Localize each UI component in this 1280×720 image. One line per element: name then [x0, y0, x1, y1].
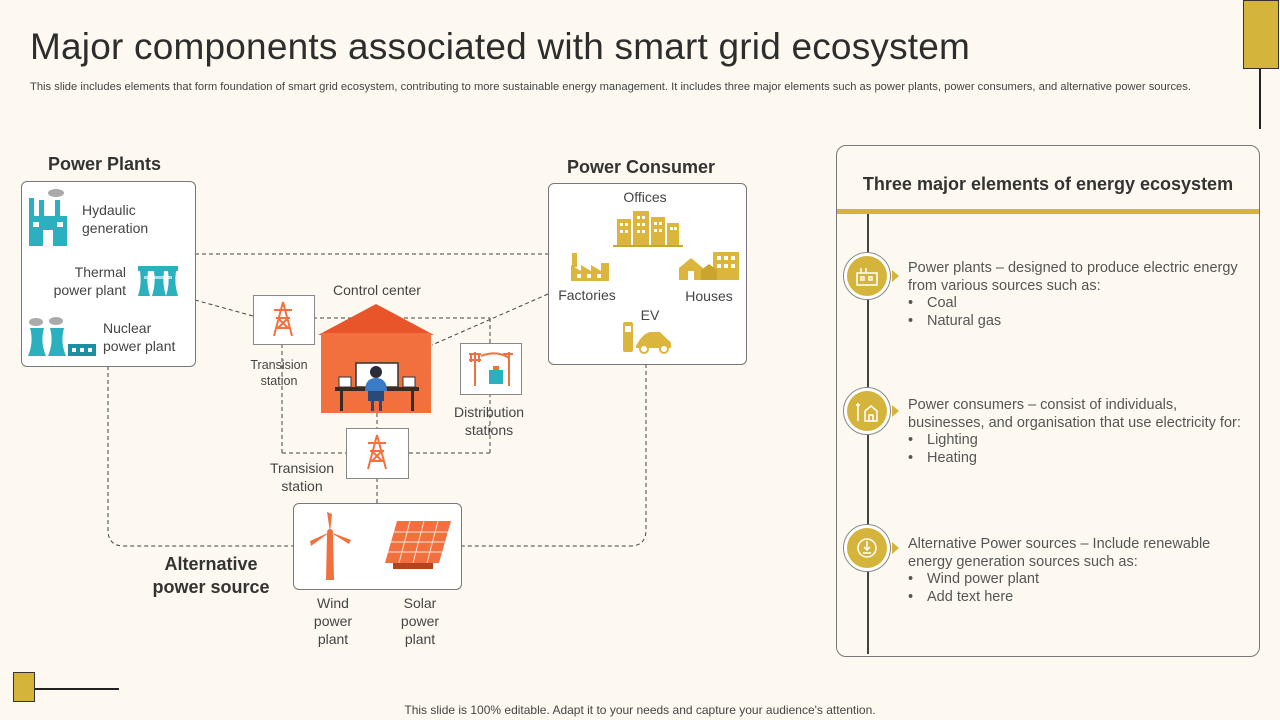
power-plant-icon — [856, 268, 878, 286]
factories-label: Factories — [558, 287, 616, 303]
consumer-icon — [856, 403, 878, 422]
corner-accent-top — [1243, 0, 1279, 69]
nuclear-plant-icon — [28, 317, 96, 356]
panel-divider — [837, 209, 1259, 214]
item-2-arrow — [892, 405, 899, 417]
distribution-station-icon — [469, 352, 513, 386]
offices-icon — [613, 211, 683, 247]
factories-icon — [571, 253, 609, 281]
solar-panel-icon — [385, 520, 451, 569]
offices-label: Offices — [623, 189, 667, 205]
item-2-bullet-2: Heating — [908, 450, 1253, 468]
item-1-circle — [847, 256, 887, 296]
nuclear-label: Nuclear power plant — [103, 320, 176, 354]
corner-accent-bottom — [13, 672, 35, 702]
thermal-label: Thermal power plant — [53, 264, 126, 298]
solar-label: Solar power plant — [400, 595, 440, 647]
power-plants-heading: Power Plants — [48, 154, 162, 174]
transmission-station-top-label: Transision station — [250, 358, 308, 388]
alternative-heading: Alternative power source — [152, 554, 270, 597]
item-1-arrow — [892, 270, 899, 282]
connector-lines — [107, 253, 647, 547]
transmission-tower-icon — [273, 301, 293, 337]
control-center-label: Control center — [333, 282, 421, 298]
houses-icon — [679, 252, 739, 280]
control-center-icon — [318, 304, 434, 413]
item-3-arrow — [892, 542, 899, 554]
item-3-bullet-1: Wind power plant — [908, 571, 1253, 589]
page-subtitle: This slide includes elements that form f… — [30, 81, 1191, 93]
hydraulic-label: Hydaulic generation — [82, 202, 149, 236]
footer-note: This slide is 100% editable. Adapt it to… — [404, 703, 876, 717]
panel-title: Three major elements of energy ecosystem — [862, 174, 1234, 194]
item-2-circle — [847, 391, 887, 431]
wind-label: Wind power plant — [313, 595, 353, 647]
item-3-text: Alternative Power sources – Include rene… — [908, 536, 1253, 606]
power-plants-box — [21, 181, 196, 367]
item-1-bullet-2: Natural gas — [908, 313, 1253, 331]
houses-label: Houses — [685, 288, 733, 304]
ev-label: EV — [640, 307, 660, 323]
item-2-text: Power consumers – consist of individuals… — [908, 397, 1253, 467]
corner-line-bottom — [35, 688, 119, 690]
factory-icon — [29, 189, 67, 246]
wind-turbine-icon — [310, 512, 351, 580]
item-3-bullet-2: Add text here — [908, 589, 1253, 607]
item-2-bullet-1: Lighting — [908, 432, 1253, 450]
renewable-icon — [857, 538, 877, 558]
page-title: Major components associated with smart g… — [30, 26, 971, 67]
transmission-station-bottom-label: Transision station — [269, 460, 335, 494]
distribution-station-box — [460, 343, 522, 395]
transmission-tower-icon-2 — [367, 434, 387, 470]
elements-panel: Three major elements of energy ecosystem… — [836, 145, 1260, 657]
item-1-bullet-1: Coal — [908, 295, 1253, 313]
corner-line-top — [1259, 69, 1261, 129]
thermal-plant-icon — [138, 266, 178, 296]
power-consumer-heading: Power Consumer — [567, 157, 716, 177]
ev-icon — [623, 322, 671, 354]
distribution-station-label: Distribution stations — [453, 404, 525, 438]
item-1-text: Power plants – designed to produce elect… — [908, 260, 1253, 330]
